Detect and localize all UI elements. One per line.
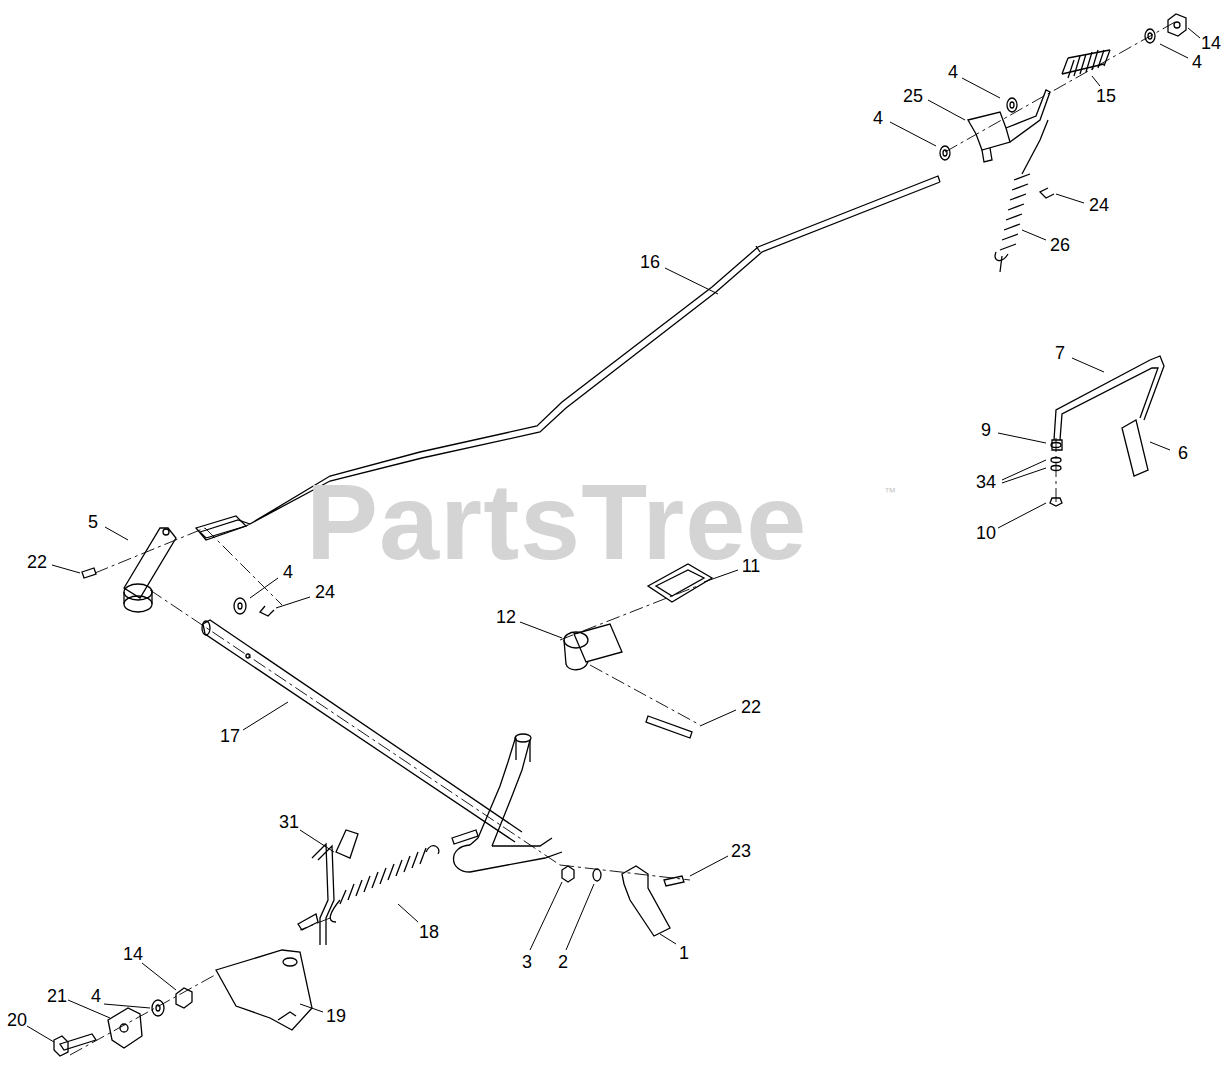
callout-number: 2 (558, 953, 568, 971)
callout-number: 9 (981, 421, 991, 439)
callout-number: 22 (741, 698, 761, 716)
callout-number: 16 (640, 253, 660, 271)
callout-number: 23 (731, 842, 751, 860)
watermark: ™ (884, 486, 896, 498)
callout-number: 12 (496, 608, 516, 626)
callout-number: 22 (27, 553, 47, 571)
callout-number: 24 (1089, 196, 1109, 214)
callout-number: 17 (220, 727, 240, 745)
callout-number: 34 (976, 473, 996, 491)
callout-number: 4 (91, 987, 101, 1005)
callout-number: 7 (1055, 344, 1065, 362)
callout-number: 1 (679, 944, 689, 962)
watermark: PartsTree (306, 468, 807, 576)
callout-number: 19 (326, 1007, 346, 1025)
callout-number: 4 (873, 109, 883, 127)
callout-number: 24 (315, 583, 335, 601)
callout-number: 15 (1096, 87, 1116, 105)
callout-number: 5 (88, 513, 98, 531)
callout-number: 20 (7, 1011, 27, 1029)
callout-number: 3 (522, 953, 532, 971)
callout-number: 4 (283, 563, 293, 581)
callout-number: 6 (1178, 444, 1188, 462)
callout-number: 31 (279, 813, 299, 831)
callout-number: 25 (903, 87, 923, 105)
callout-number: 4 (1192, 53, 1202, 71)
callout-number: 26 (1050, 236, 1070, 254)
callout-number: 10 (976, 524, 996, 542)
callout-number: 21 (47, 987, 67, 1005)
callout-number: 4 (948, 63, 958, 81)
callout-number: 14 (123, 945, 143, 963)
callout-number: 14 (1201, 34, 1221, 52)
callout-number: 18 (419, 923, 439, 941)
